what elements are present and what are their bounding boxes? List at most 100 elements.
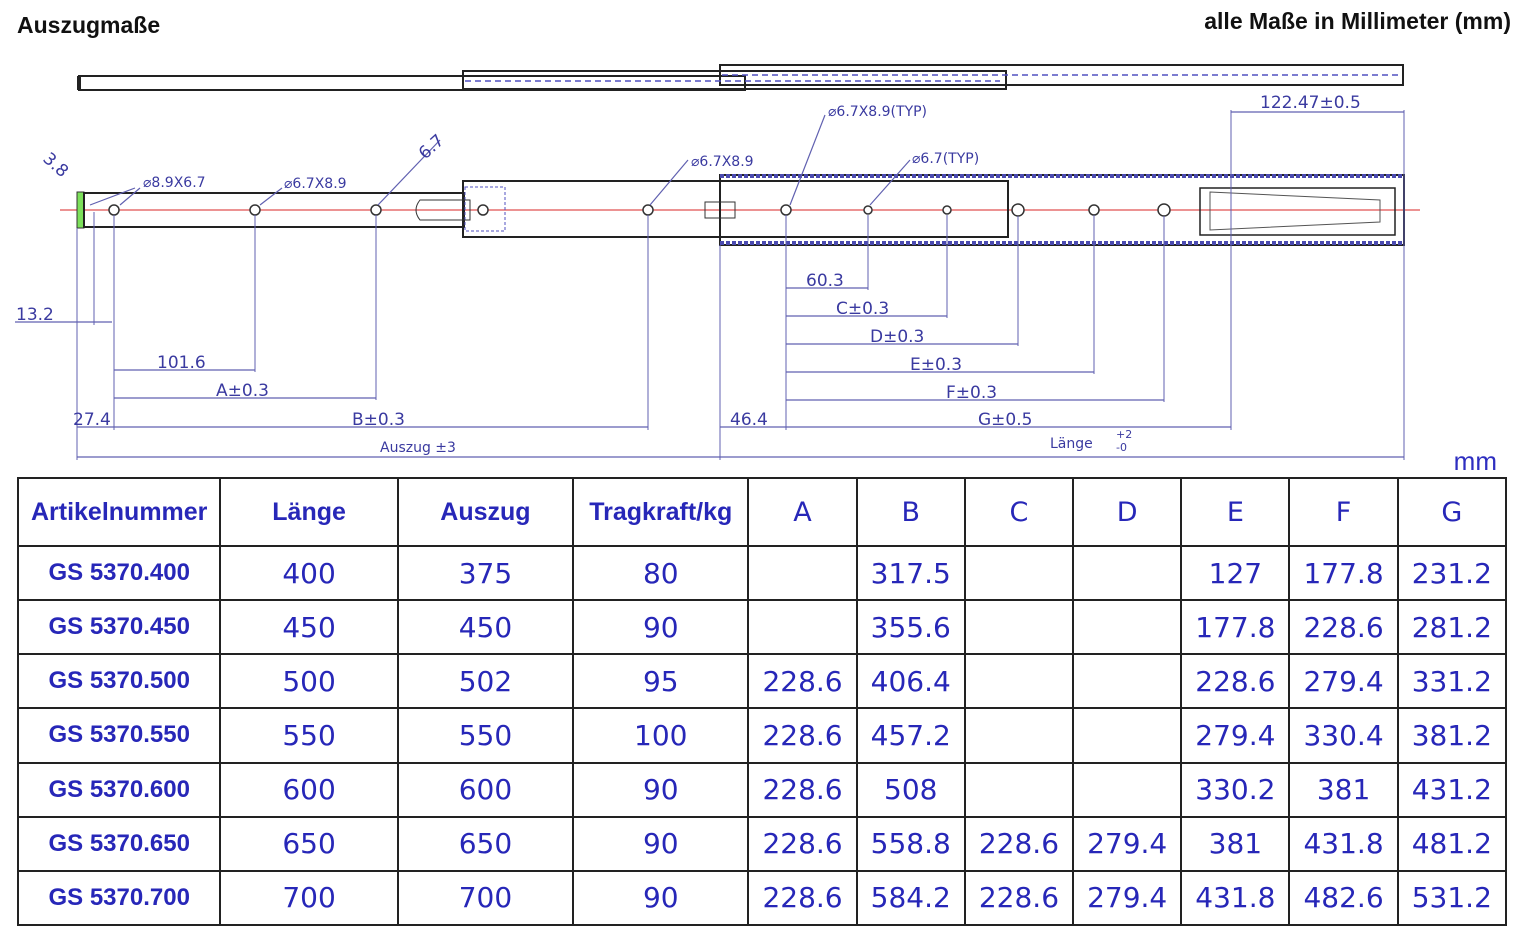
table-cell: [963, 707, 1075, 764]
article-number-cell: GS 5370.550: [16, 707, 222, 764]
col-header: Auszug: [396, 477, 575, 547]
table-cell: [747, 544, 858, 602]
table-cell: 95: [572, 653, 750, 710]
table-cell: 381: [1180, 815, 1291, 872]
table-cell: 90: [572, 761, 750, 818]
table-header-row: Artikelnummer Länge Auszug Tragkraft/kg …: [16, 477, 1508, 547]
slide-technical-drawing: ⌀8.9X6.7 ⌀6.7X8.9 6.7 3.8 ⌀6.7X8.9 ⌀6.7X…: [15, 64, 1420, 460]
table-cell: 600: [396, 761, 575, 818]
dim-101-6: 101.6: [157, 353, 206, 373]
dim-46-4: 46.4: [730, 410, 768, 430]
table-cell: 431.2: [1396, 761, 1508, 818]
table-cell: 281.2: [1396, 599, 1508, 656]
table-cell: 228.6: [963, 869, 1075, 927]
dim-c: C±0.3: [836, 299, 889, 319]
table-cell: 550: [219, 707, 399, 764]
dim-b: B±0.3: [352, 410, 405, 430]
callout-hole-3: ⌀6.7X8.9: [691, 154, 754, 170]
table-cell: 457.2: [855, 707, 966, 764]
table-cell: 375: [396, 544, 575, 602]
table-cell: 502: [396, 653, 575, 710]
callout-hole-typ: ⌀6.7X8.9(TYP): [828, 104, 927, 120]
table-unit-label: mm: [1453, 446, 1497, 476]
table-cell: 558.8: [855, 815, 966, 872]
units-note: alle Maße in Millimeter (mm): [1204, 8, 1511, 34]
table-cell: 279.4: [1180, 707, 1291, 764]
dim-f: F±0.3: [946, 383, 997, 403]
table-cell: 700: [219, 869, 399, 927]
callout-diameter: 6.7: [415, 131, 448, 164]
table-cell: 406.4: [855, 653, 966, 710]
table-cell: 90: [572, 599, 750, 656]
dim-e: E±0.3: [910, 355, 962, 375]
table-cell: 331.2: [1396, 653, 1508, 710]
article-number-cell: GS 5370.400: [16, 544, 222, 602]
table-cell: 584.2: [855, 869, 966, 927]
table-cell: 355.6: [855, 599, 966, 656]
page-title: Auszugmaße: [17, 12, 161, 38]
table-cell: 700: [396, 869, 575, 927]
dim-rear-end: 122.47±0.5: [1260, 93, 1361, 113]
dim-27-4: 27.4: [73, 410, 111, 430]
table-cell: 500: [219, 653, 399, 710]
col-header: Artikelnummer: [16, 477, 222, 547]
table-cell: [963, 761, 1075, 818]
table-cell: 508: [855, 761, 966, 818]
table-cell: 100: [572, 707, 750, 764]
top-view: [77, 64, 1404, 91]
article-number-cell: GS 5370.450: [16, 599, 222, 656]
table-cell: 228.6: [747, 815, 858, 872]
dim-60-3: 60.3: [806, 271, 844, 291]
table-cell: [1072, 653, 1183, 710]
dim-laenge-tol-plus: +2: [1116, 428, 1132, 441]
table-cell: 177.8: [1288, 544, 1399, 602]
col-header: E: [1180, 477, 1291, 547]
table-cell: [963, 653, 1075, 710]
table-cell: 228.6: [1180, 653, 1291, 710]
table-cell: 431.8: [1180, 869, 1291, 927]
table-cell: 80: [572, 544, 750, 602]
dim-13-2: 13.2: [16, 305, 54, 325]
table-cell: [1072, 707, 1183, 764]
table-cell: 90: [572, 815, 750, 872]
col-header: B: [855, 477, 966, 547]
table-cell: 228.6: [747, 707, 858, 764]
side-view: [60, 174, 1420, 246]
dimension-lines: [15, 111, 1404, 458]
table-cell: 279.4: [1288, 653, 1399, 710]
dim-d: D±0.3: [870, 327, 924, 347]
table-cell: 330.4: [1288, 707, 1399, 764]
dim-auszug: Auszug ±3: [380, 440, 456, 456]
article-number-cell: GS 5370.500: [16, 653, 222, 710]
table-cell: 381: [1288, 761, 1399, 818]
col-header: C: [963, 477, 1075, 547]
table-cell: [1072, 761, 1183, 818]
table-cell: [747, 599, 858, 656]
table-cell: 228.6: [963, 815, 1075, 872]
table-cell: 482.6: [1288, 869, 1399, 927]
table-cell: 228.6: [747, 761, 858, 818]
callout-hole-2: ⌀6.7X8.9: [284, 176, 347, 192]
callout-round-typ: ⌀6.7(TYP): [912, 151, 979, 167]
col-header: D: [1072, 477, 1183, 547]
table-cell: 600: [219, 761, 399, 818]
table-cell: 228.6: [747, 653, 858, 710]
table-cell: 450: [219, 599, 399, 656]
col-header: F: [1288, 477, 1399, 547]
table-cell: [963, 544, 1075, 602]
table-cell: 531.2: [1396, 869, 1508, 927]
table-cell: 127: [1180, 544, 1291, 602]
dimensions-table: Artikelnummer Länge Auszug Tragkraft/kg …: [16, 477, 1508, 927]
table-cell: [1072, 544, 1183, 602]
article-number-cell: GS 5370.600: [16, 761, 222, 818]
table-cell: 650: [396, 815, 575, 872]
table-cell: 431.8: [1288, 815, 1399, 872]
table-cell: 317.5: [855, 544, 966, 602]
table-cell: 279.4: [1072, 815, 1183, 872]
table-cell: 450: [396, 599, 575, 656]
